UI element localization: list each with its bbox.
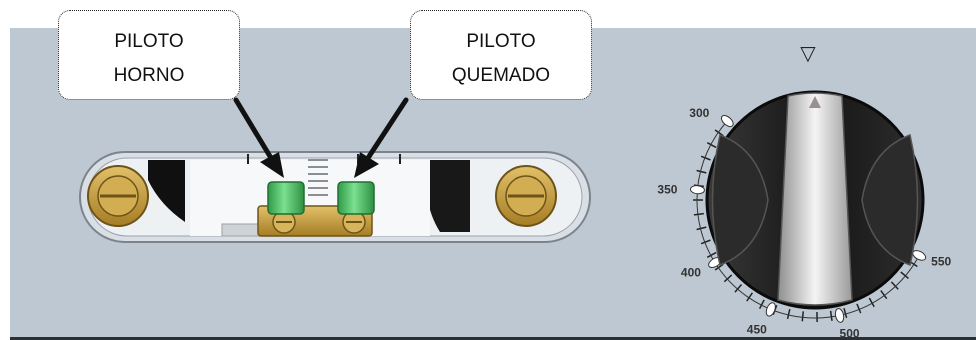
panel-bottom-edge — [10, 337, 976, 340]
scale-tick — [843, 307, 848, 319]
scale-mark — [834, 308, 845, 323]
scale-tick — [696, 226, 707, 231]
dial-pointer-icon: ▽ — [800, 41, 816, 65]
scale-tick — [880, 290, 888, 300]
scale-label-550: 550 — [931, 254, 951, 268]
scale-arc — [696, 120, 920, 319]
scale-tick — [734, 284, 743, 293]
oven-pilot — [267, 181, 305, 215]
scale-label-500: 500 — [840, 326, 860, 340]
scale-tick — [723, 274, 733, 283]
scale-tick — [900, 271, 909, 279]
right-brass-screw — [495, 165, 557, 227]
burner-pilot — [337, 181, 375, 215]
scale-tick — [829, 310, 833, 321]
scale-tick — [706, 142, 717, 149]
scale-label-400: 400 — [681, 266, 701, 280]
left-shadow — [148, 160, 185, 222]
ignition-spring — [308, 159, 328, 196]
scale-mark — [689, 185, 705, 195]
scale-mark — [765, 302, 776, 317]
callout-pilot-oven: PILOTO HORNO — [58, 10, 240, 100]
callout-pilot-burner: PILOTO QUEMADO — [410, 10, 592, 100]
knob-indicator-icon — [809, 96, 821, 108]
scale-tick — [696, 169, 707, 174]
scale-tick — [706, 251, 717, 258]
scale-label-300: 300 — [689, 106, 709, 120]
arrow-oven-pilot — [233, 97, 284, 178]
scale-tick — [758, 299, 765, 310]
scale-tick — [700, 155, 711, 161]
left-brass-screw — [87, 165, 149, 227]
arrow-burner-pilot — [354, 97, 409, 178]
scale-tick — [700, 239, 711, 245]
temperature-scale: 300 350 400 450 500 550 — [657, 106, 951, 340]
scale-tick — [714, 263, 724, 271]
scale-tick — [693, 212, 704, 216]
right-shadow — [426, 160, 470, 232]
callout-pilot-burner-line2: QUEMADO — [451, 65, 551, 86]
callout-pilot-burner-line1: PILOTO — [466, 31, 536, 52]
scale-tick — [746, 292, 753, 302]
scale-tick — [856, 303, 862, 314]
scale-tick — [714, 129, 724, 137]
scale-tick — [868, 297, 875, 308]
scale-label-350: 350 — [657, 183, 677, 197]
knob-grip[interactable] — [777, 92, 853, 306]
scale-tick — [890, 281, 899, 290]
callout-pilot-oven-line1: PILOTO — [114, 31, 184, 52]
scale-tick — [786, 308, 791, 320]
callout-pilot-oven-line2: HORNO — [113, 65, 185, 86]
temperature-knob[interactable] — [705, 90, 925, 310]
scale-mark — [720, 114, 734, 128]
scale-tick — [801, 311, 805, 322]
scale-label-450: 450 — [747, 322, 767, 336]
